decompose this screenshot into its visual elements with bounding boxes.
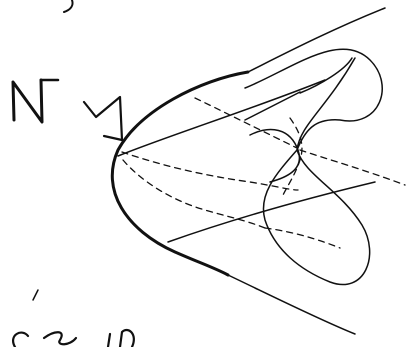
chord-upper: [118, 80, 325, 156]
tick-mark: [33, 290, 38, 300]
arrow-to-vertex: [84, 97, 122, 140]
upper-lobe: [245, 49, 382, 150]
upper-arm-right: [248, 8, 385, 72]
chord-lower: [168, 182, 375, 242]
top-curl: [64, 0, 73, 12]
chord-mid: [245, 92, 300, 120]
bottom-scribble: [13, 330, 134, 347]
vertex-label: N: [8, 74, 68, 134]
lower-lobe: [263, 150, 369, 285]
upper-lobe-inner: [297, 58, 355, 150]
main-parabola: [112, 72, 248, 275]
